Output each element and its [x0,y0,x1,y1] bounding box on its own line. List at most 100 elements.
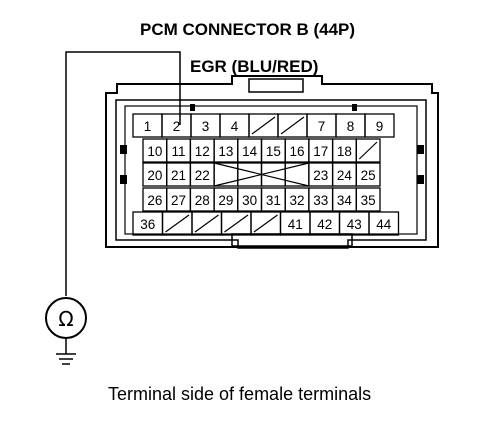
terminal-18: 18 [331,138,357,163]
terminal-number: 44 [376,217,392,232]
terminal-number: 7 [318,119,326,134]
terminal-17: 17 [308,138,334,163]
terminal-blank [191,211,223,236]
terminal-number: 15 [266,144,281,159]
terminal-number: 2 [173,119,181,134]
terminal-number: 32 [290,193,305,208]
terminal-3: 3 [190,113,221,138]
terminal-30: 30 [237,187,263,212]
terminal-32: 32 [284,187,310,212]
terminal-41: 41 [279,211,311,236]
terminal-10: 10 [142,138,168,163]
terminal-22: 22 [189,162,215,187]
terminal-number: 9 [376,119,384,134]
terminal-number: 20 [147,168,162,183]
terminal-number: 11 [172,144,186,159]
terminal-21: 21 [166,162,192,187]
terminal-number: 42 [317,217,332,232]
ground-icon [56,338,76,365]
terminal-number: 3 [202,119,210,134]
terminal-number: 17 [313,144,328,159]
empty-cavity-slash [280,116,305,135]
terminal-number: 29 [218,193,233,208]
connector-title: PCM CONNECTOR B (44P) [140,20,355,39]
terminal-number: 31 [266,193,281,208]
ohm-icon: Ω [58,307,73,331]
terminal-34: 34 [331,187,357,212]
terminal-number: 23 [313,168,328,183]
empty-cavity-slash [165,214,190,233]
empty-cavity-slash [253,214,278,233]
connector-housing [105,75,439,249]
empty-cavity-slash [358,141,378,160]
terminal-20: 20 [142,162,168,187]
terminal-16: 16 [284,138,310,163]
terminal-cell [355,162,381,187]
terminal-number: 4 [231,119,239,134]
terminal-number: 36 [140,217,155,232]
terminal-cell [237,162,263,187]
terminal-number: 14 [242,144,258,159]
terminal-number: 26 [147,193,162,208]
terminal-36: 36 [132,211,164,236]
terminal-cell [355,187,381,212]
terminal-28: 28 [189,187,215,212]
terminal-number: 24 [337,168,353,183]
terminal-44: 44 [368,211,400,236]
terminal-number: 28 [195,193,210,208]
ohmmeter-symbol: Ω [45,297,87,339]
terminal-24: 24 [331,162,357,187]
terminal-cell [364,113,395,138]
terminal-number: 1 [144,119,152,134]
terminal-number: 21 [171,168,186,183]
terminal-35: 35 [355,187,381,212]
terminal-blank [237,162,263,187]
terminal-27: 27 [166,187,192,212]
terminal-number: 13 [218,144,233,159]
terminal-blank [277,113,308,138]
empty-cavity-slash [251,116,276,135]
terminal-number: 10 [147,144,162,159]
terminal-1: 1 [132,113,163,138]
terminal-11: 11 [166,138,192,163]
terminal-number: 30 [242,193,257,208]
terminal-cell [368,211,400,236]
terminal-blank [260,162,286,187]
terminal-number: 25 [361,168,376,183]
terminal-23: 23 [308,162,334,187]
terminal-number: 18 [337,144,352,159]
empty-cavity-slash [224,214,249,233]
wire-label: EGR (BLU/RED) [190,57,318,76]
terminal-number: 43 [347,217,362,232]
terminal-number: 12 [195,144,210,159]
unused-block-cross [213,162,310,187]
terminal-42: 42 [309,211,341,236]
terminal-13: 13 [213,138,239,163]
probe-wire [65,51,181,296]
terminal-31: 31 [260,187,286,212]
terminal-4: 4 [219,113,250,138]
terminal-15: 15 [260,138,286,163]
terminal-9: 9 [364,113,395,138]
terminal-number: 35 [361,193,376,208]
terminal-blank [248,113,279,138]
terminal-number: 34 [337,193,353,208]
terminal-29: 29 [213,187,239,212]
terminal-number: 16 [290,144,305,159]
empty-cavity-slash [194,214,219,233]
terminal-12: 12 [189,138,215,163]
terminal-cell [355,138,381,163]
terminal-8: 8 [335,113,366,138]
terminal-number: 33 [313,193,328,208]
terminal-number: 8 [347,119,355,134]
terminal-14: 14 [237,138,263,163]
terminal-33: 33 [308,187,334,212]
terminal-number: 27 [171,193,186,208]
terminal-cell [260,162,286,187]
caption: Terminal side of female terminals [108,384,371,404]
terminal-blank [250,211,282,236]
terminal-number: 41 [288,217,303,232]
terminal-blank [161,211,193,236]
terminal-43: 43 [338,211,370,236]
